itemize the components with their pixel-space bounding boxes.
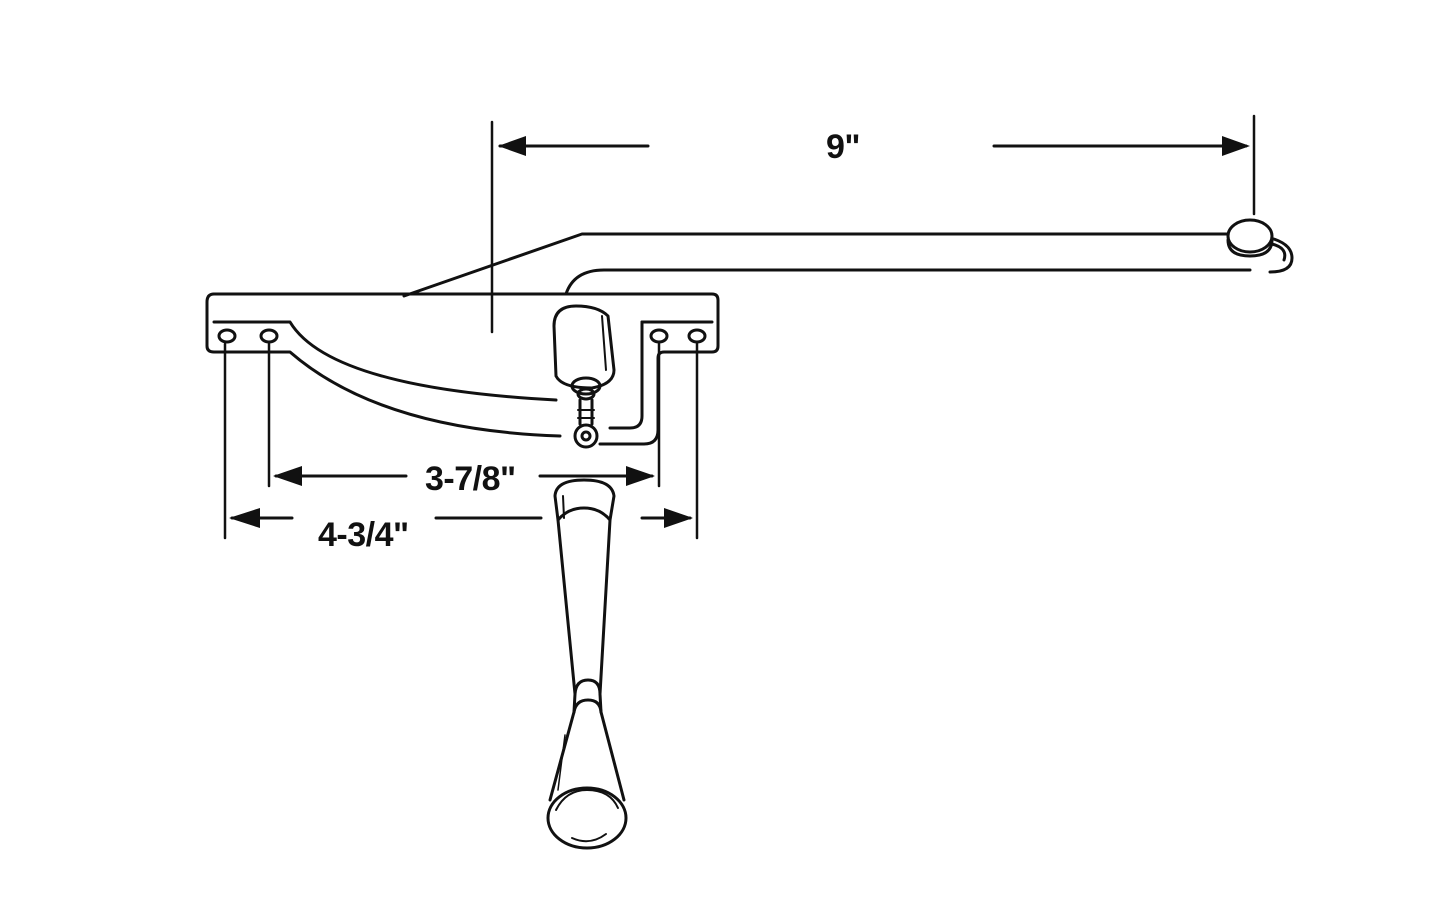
dimension-outer-hole-spacing: [223, 342, 699, 540]
gear-housing: [552, 304, 616, 449]
mounting-hole: [649, 328, 669, 344]
dimension-inner-hole-spacing: [267, 342, 661, 488]
arrow-left-icon: [273, 466, 302, 486]
arrow-right-icon: [664, 508, 693, 528]
mounting-base: [205, 292, 720, 446]
mounting-hole: [687, 328, 707, 344]
mounting-hole: [259, 328, 279, 344]
label-outer-hole-spacing: 4-3/4": [318, 516, 409, 554]
arrow-right-icon: [626, 466, 655, 486]
label-arm-length: 9": [826, 128, 861, 166]
operator-arm: [402, 232, 1294, 298]
mounting-hole: [217, 328, 237, 344]
arm-roller: [1226, 218, 1287, 262]
label-inner-hole-spacing: 3-7/8": [425, 460, 516, 498]
arrow-right-icon: [1222, 136, 1250, 156]
crank-handle: [546, 478, 628, 850]
arrow-left-icon: [229, 508, 260, 528]
dimension-arm-length: [490, 114, 1256, 334]
arrow-left-icon: [498, 136, 526, 156]
